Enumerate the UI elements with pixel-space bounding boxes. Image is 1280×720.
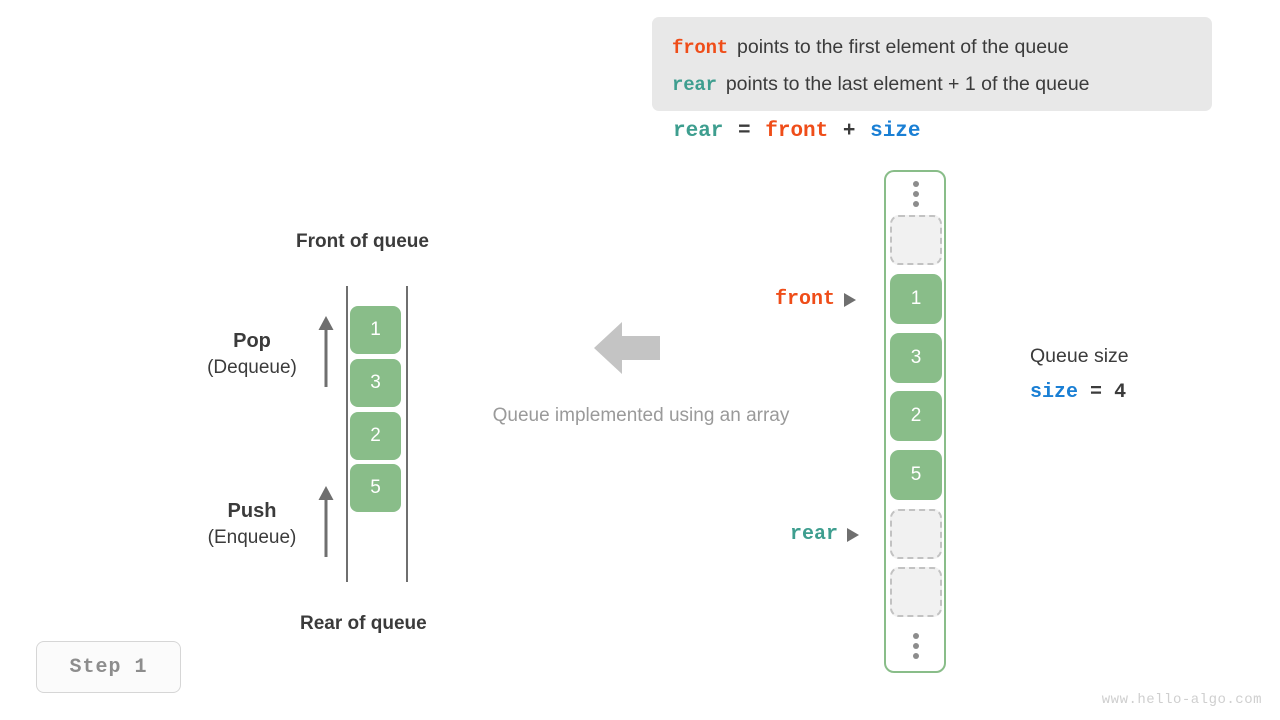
queue-rail-right [406,286,408,582]
array-cell-empty [890,509,942,559]
push-title: Push [227,500,277,522]
legend-line-front: front points to the first element of the … [672,29,1212,66]
legend-box: front points to the first element of the … [652,17,1212,111]
legend-line-rear: rear points to the last element + 1 of th… [672,66,1212,103]
queue-cell: 5 [350,464,401,512]
legend-keyword-rear: rear [672,74,717,96]
formula-rhs-front: front [765,120,829,143]
array-cell-empty [890,567,942,617]
front-pointer: front [775,288,864,311]
ellipsis-bottom-icon [910,633,922,659]
pop-operation-label: Pop (Dequeue) [172,330,332,379]
pop-up-arrow-icon [318,316,334,387]
step-badge: Step 1 [36,641,181,693]
array-cell-filled: 2 [890,391,942,441]
rear-pointer-label: rear [790,523,839,546]
legend-text-front: points to the first element of the queue [737,36,1069,58]
ellipsis-top-icon [910,181,922,207]
center-caption: Queue implemented using an array [492,405,790,426]
queue-cell: 2 [350,412,401,460]
array-cell-filled: 1 [890,274,942,324]
size-variable: size [1030,381,1079,404]
queue-size-expression: size = 4 [1030,381,1126,404]
size-equals: = [1090,381,1103,404]
formula-rhs-size: size [870,120,921,143]
formula-equals: = [738,120,751,143]
queue-rail-left [346,286,348,582]
push-subtitle: (Enqueue) [207,527,297,548]
size-value: 4 [1114,381,1127,404]
pop-title: Pop [233,330,271,352]
formula-rear-equals-front-plus-size: rear = front + size [672,120,922,143]
legend-keyword-front: front [672,37,729,59]
queue-cell: 1 [350,306,401,354]
front-pointer-arrow-icon [844,292,857,307]
front-of-queue-label: Front of queue [296,231,429,252]
rear-pointer-arrow-icon [847,527,860,542]
queue-size-title: Queue size [1030,345,1129,367]
queue-cell: 3 [350,359,401,407]
rear-pointer: rear [790,523,867,546]
array-cell-filled: 5 [890,450,942,500]
push-operation-label: Push (Enqueue) [172,500,332,549]
front-pointer-label: front [775,288,836,311]
rear-of-queue-label: Rear of queue [300,613,427,634]
array-cell-filled: 3 [890,333,942,383]
legend-text-rear: points to the last element + 1 of the qu… [725,73,1090,95]
left-arrow-icon [594,322,660,374]
formula-plus: + [842,120,856,143]
formula-lhs: rear [673,120,724,143]
push-up-arrow-icon [318,486,334,557]
pop-subtitle: (Dequeue) [207,357,297,378]
array-cell-empty [890,215,942,265]
watermark: www.hello-algo.com [1101,692,1262,708]
